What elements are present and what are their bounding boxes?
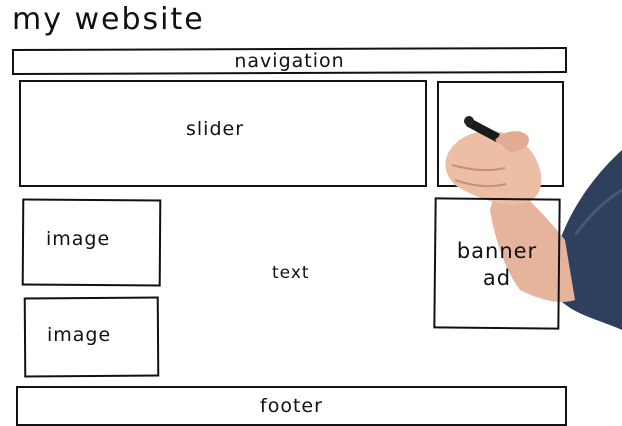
sleeve — [560, 150, 622, 330]
marker-icon — [464, 116, 500, 142]
hand-with-marker-illustration — [445, 116, 622, 330]
page-title: my website — [12, 2, 205, 37]
footer-box: footer — [16, 386, 567, 426]
slider-label: slider — [186, 118, 245, 140]
banner-ad-label: banner ad — [456, 239, 538, 290]
slider-box — [19, 80, 427, 187]
forearm — [490, 175, 575, 302]
image-label-1: image — [46, 228, 111, 250]
footer-label: footer — [260, 395, 323, 417]
text-label: text — [272, 263, 310, 283]
image-label-2: image — [47, 324, 112, 346]
